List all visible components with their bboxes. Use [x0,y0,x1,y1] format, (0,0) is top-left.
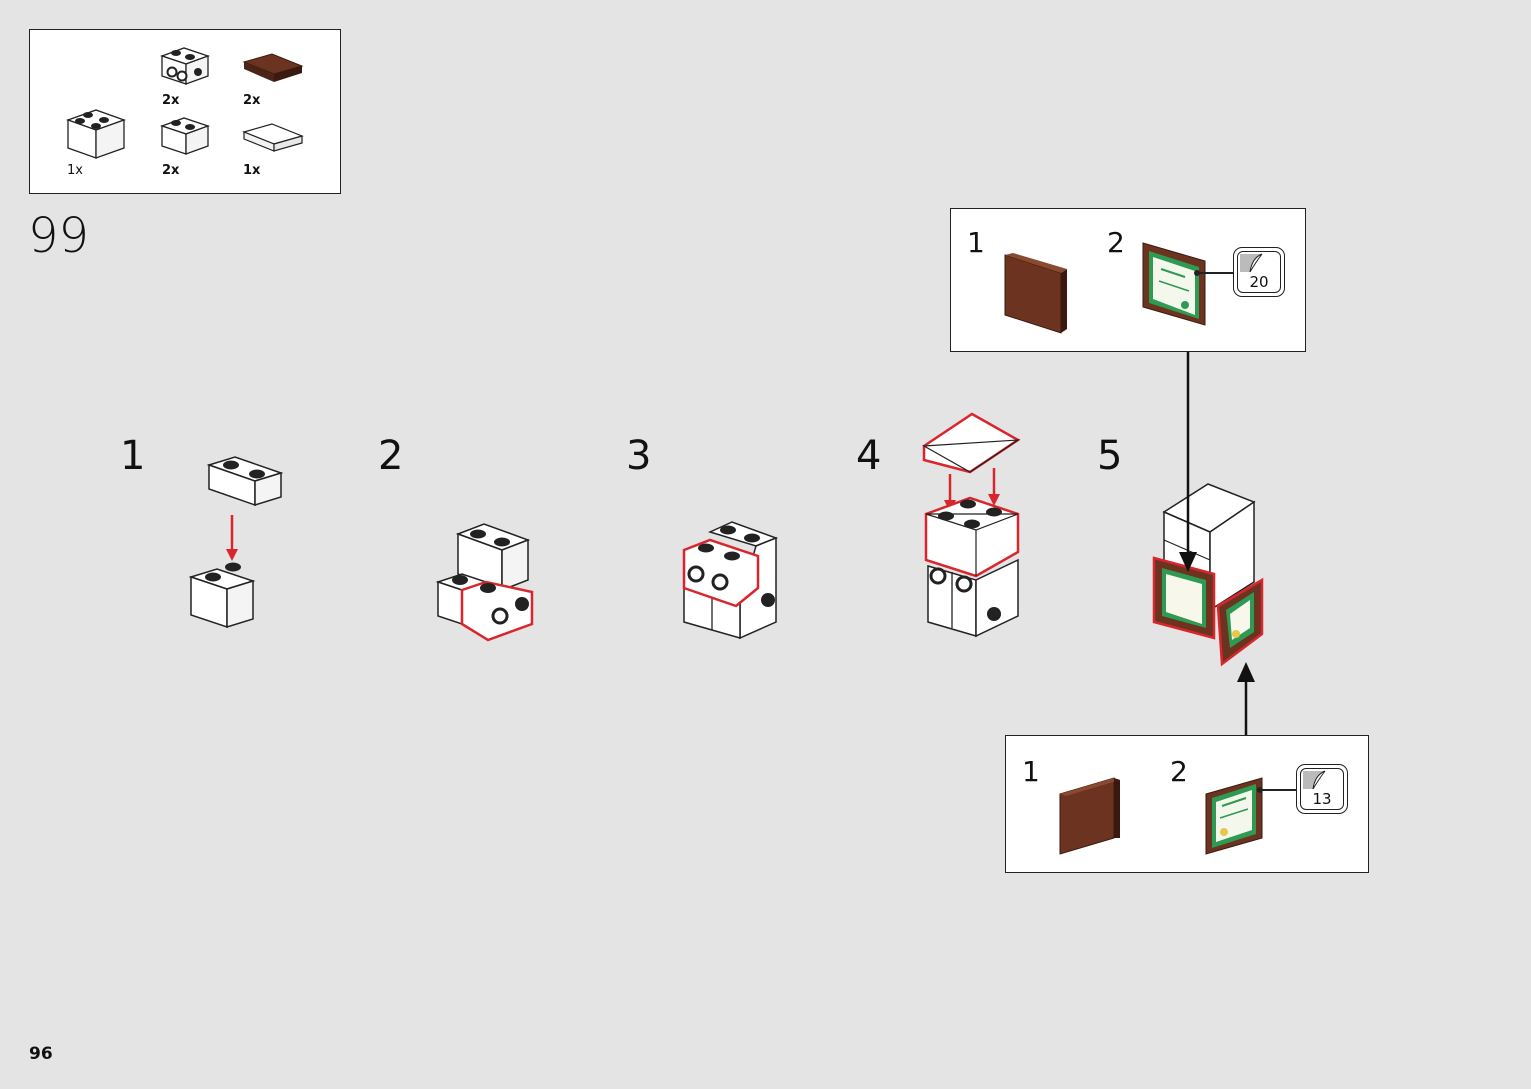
sub-step-3-illustration [682,521,779,640]
sub-step-number: 4 [856,433,882,479]
part-qty: 2x [162,93,180,108]
sub-step-5-illustration [1152,483,1264,667]
callout-top-arrow [1179,352,1197,572]
callout-step-number: 1 [967,226,985,259]
callout-bottom-arrow [1237,662,1255,736]
callout-bottom: 1 2 13 [1005,735,1369,873]
sub-step-number: 2 [378,433,404,479]
sticker-badge: 20 [1233,247,1285,297]
step-number: 99 [28,208,90,264]
sticker-badge: 13 [1296,764,1348,814]
white-tile-2x2-icon [242,123,304,152]
page-number: 96 [29,1044,53,1064]
sticker-leader-line [1194,270,1235,276]
framed-certificate-icon [1142,242,1206,326]
callout-step-number: 2 [1170,755,1188,788]
sub-step-1-illustration [188,456,284,629]
sticker-peel-icon [1240,253,1263,273]
sub-step-4-illustration [921,412,1021,638]
sub-step-2-illustration [435,523,534,642]
parts-list-box: 2x 2x 1x 2x 1x [29,29,341,194]
brown-tile-icon [1004,253,1067,334]
sticker-peel-icon [1303,770,1326,790]
callout-top: 1 2 20 [950,208,1306,352]
sub-step-number: 3 [626,433,652,479]
part-qty: 2x [162,163,180,178]
white-brick-1x2-icon [160,117,210,155]
callout-step-number: 1 [1022,755,1040,788]
sticker-number: 20 [1249,273,1269,291]
brown-tile-2x2-icon [242,53,304,82]
brown-tile-icon [1059,777,1120,855]
sub-step-number: 1 [120,433,146,479]
sticker-leader-line [1257,787,1298,793]
sub-step-number: 5 [1097,433,1123,479]
part-qty: 1x [67,163,83,178]
callout-step-number: 2 [1107,226,1125,259]
part-qty: 2x [243,93,261,108]
framed-certificate-icon [1205,777,1263,855]
white-brick-1x2-side-studs-icon [160,47,210,85]
sticker-number: 13 [1312,790,1332,808]
part-qty: 1x [243,163,261,178]
white-brick-2x2-icon [66,109,126,159]
